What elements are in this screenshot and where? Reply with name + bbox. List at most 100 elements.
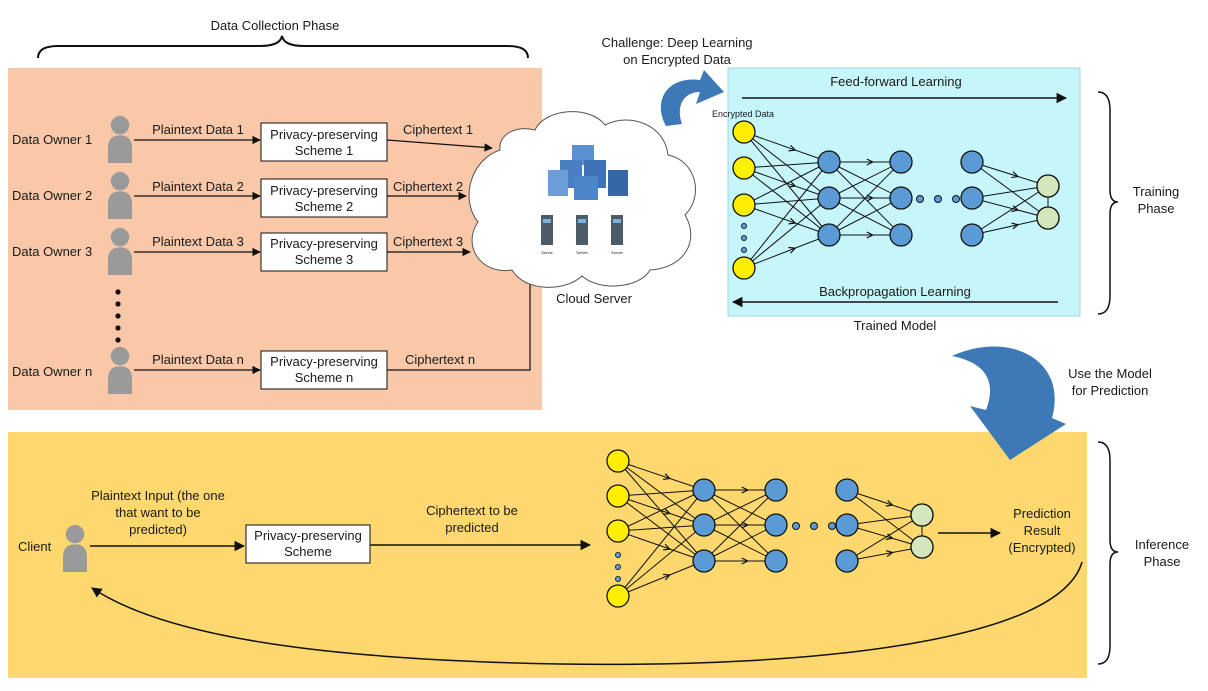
connection-arrowhead — [788, 144, 797, 152]
inference-panel — [8, 432, 1087, 678]
input-node — [732, 256, 756, 280]
connection-arrowhead — [885, 550, 894, 558]
cipher-to-predict-line2: predicted — [445, 520, 498, 535]
owner-label: Data Owner 1 — [12, 132, 92, 147]
owner-label: Data Owner 3 — [12, 244, 92, 259]
owner-row-n: Data Owner n Plaintext Data n Privacy-pr… — [12, 275, 535, 394]
server-tag: Server — [611, 250, 623, 255]
hidden-node — [764, 513, 788, 537]
person-icon — [108, 115, 132, 163]
arrow — [386, 139, 493, 152]
network-connections — [743, 131, 1049, 269]
server-tower-icon — [541, 215, 553, 245]
owner-label: Data Owner n — [12, 364, 92, 379]
connection-line — [617, 460, 705, 491]
connection-arrowhead — [866, 194, 875, 202]
training-brace — [1097, 91, 1119, 315]
result-line2: Result — [1024, 523, 1061, 538]
owner-ellipsis — [115, 289, 121, 343]
connection-arrowhead — [663, 473, 672, 480]
inference-phase-line2: Phase — [1144, 554, 1181, 569]
server-tag: Server — [541, 250, 553, 255]
hidden-node — [889, 223, 913, 247]
connection-line — [846, 524, 923, 548]
inference-scheme-box — [245, 524, 371, 564]
cipher-label: Ciphertext 1 — [403, 122, 473, 137]
connection-line — [743, 204, 830, 236]
scheme-box — [260, 178, 388, 218]
hidden-node — [817, 223, 841, 247]
connection-line — [971, 161, 1049, 187]
connection-line — [971, 161, 1049, 219]
plaintext-input-line3: predicted) — [129, 522, 187, 537]
input-node — [732, 193, 756, 217]
server-tower-icon — [611, 215, 623, 245]
encrypted-data-label: Encrypted Data — [712, 109, 774, 119]
input-gap-dot — [741, 234, 748, 241]
inference-phase-line1: Inference — [1135, 537, 1189, 552]
use-model-line2: for Prediction — [1072, 383, 1149, 398]
inference-scheme-line2: Scheme — [284, 544, 332, 559]
connection-line — [743, 234, 830, 269]
connection-arrowhead — [741, 486, 750, 494]
hidden-node — [835, 478, 859, 502]
cipher-label: Ciphertext 3 — [393, 234, 463, 249]
scheme-label-line1: Privacy-preserving — [270, 354, 378, 369]
hidden-node — [817, 186, 841, 210]
hidden-node — [889, 186, 913, 210]
plaintext-label: Plaintext Data 1 — [152, 122, 244, 137]
trained-model-label: Trained Model — [854, 318, 937, 333]
input-gap-dot — [741, 222, 748, 229]
use-model-line1: Use the Model — [1068, 366, 1152, 381]
layer-gap-dot — [792, 522, 800, 530]
hidden-node — [764, 549, 788, 573]
scheme-label-line2: Scheme n — [295, 370, 354, 385]
input-node — [732, 156, 756, 180]
connection-line — [743, 197, 830, 269]
connection-arrowhead — [741, 521, 750, 529]
connection-line — [617, 524, 705, 597]
connection-arrowhead — [788, 246, 797, 254]
hidden-node — [835, 549, 859, 573]
connection-line — [971, 217, 1049, 236]
connection-line — [846, 514, 923, 562]
plaintext-label: Plaintext Data 2 — [152, 179, 244, 194]
input-node — [606, 484, 630, 508]
arrow — [387, 275, 535, 371]
cipher-label: Ciphertext 2 — [393, 179, 463, 194]
result-line3: (Encrypted) — [1008, 540, 1075, 555]
layer-gap-dot — [916, 195, 924, 203]
training-network — [732, 120, 1060, 280]
plaintext-label: Plaintext Data n — [152, 352, 244, 367]
owner-row-1: Data Owner 1 Plaintext Data 1 Privacy-pr… — [12, 115, 493, 163]
cipher-label: Ciphertext n — [405, 352, 475, 367]
hidden-node — [889, 150, 913, 174]
connection-arrowhead — [788, 217, 797, 225]
connection-line — [743, 161, 830, 169]
connection-arrowhead — [1011, 171, 1020, 179]
output-node — [910, 535, 934, 559]
scheme-label-line1: Privacy-preserving — [270, 127, 378, 142]
person-icon — [108, 171, 132, 219]
challenge-label-line2: on Encrypted Data — [623, 52, 731, 67]
connection-arrowhead — [866, 158, 875, 166]
scheme-label-line1: Privacy-preserving — [270, 236, 378, 251]
cloud-server: Server Server Server Cloud Server — [468, 111, 696, 306]
connection-arrowhead — [885, 533, 894, 541]
connection-arrowhead — [1011, 205, 1020, 213]
plaintext-input-line2: that want to be — [115, 505, 200, 520]
connection-line — [971, 197, 1049, 219]
inference-scheme-line1: Privacy-preserving — [254, 528, 362, 543]
hidden-node — [692, 549, 716, 573]
layer-gap-dot — [952, 195, 960, 203]
connection-arrowhead — [663, 508, 672, 515]
scheme-box — [260, 122, 388, 162]
inference-network — [606, 449, 934, 608]
output-node — [1036, 206, 1060, 230]
cloud-server-label: Cloud Server — [556, 291, 633, 306]
hidden-node — [764, 478, 788, 502]
inference-brace — [1097, 441, 1119, 665]
connection-line — [743, 131, 830, 163]
hidden-node — [960, 223, 984, 247]
owner-label: Data Owner 2 — [12, 188, 92, 203]
